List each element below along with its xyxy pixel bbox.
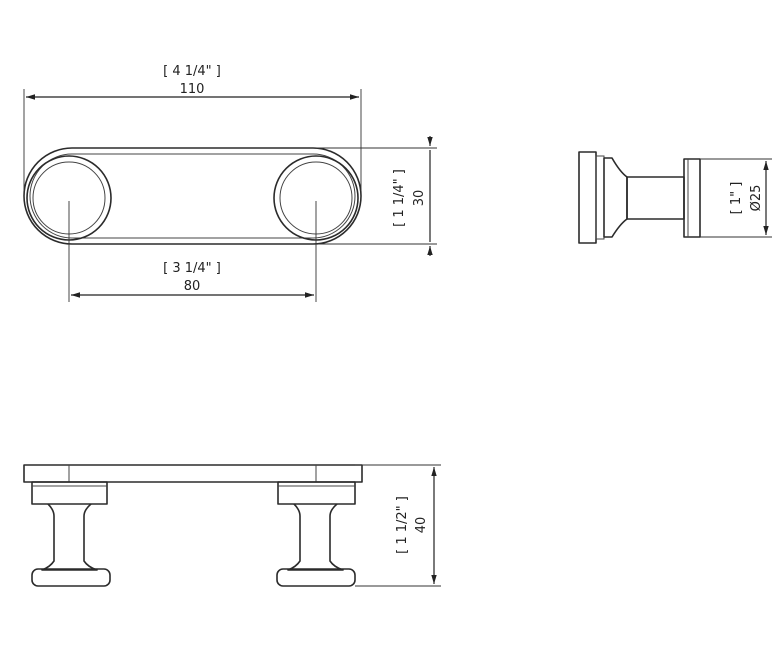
knob-diameter-imperial: [ 1" ] xyxy=(729,182,744,215)
top-view xyxy=(23,464,363,587)
front-view xyxy=(23,147,362,245)
projection-dimension: [ 1 1/2" ] 40 xyxy=(355,464,441,587)
center-spacing-dimension: [ 3 1/4" ] 80 xyxy=(68,201,317,302)
overall-length-imperial: [ 4 1/4" ] xyxy=(163,64,221,79)
overall-length-metric: 110 xyxy=(180,82,205,97)
center-spacing-imperial: [ 3 1/4" ] xyxy=(163,261,221,276)
base-height-dimension: [ 1 1/4" ] 30 xyxy=(316,136,437,256)
base-height-imperial: [ 1 1/4" ] xyxy=(392,169,407,227)
projection-metric: 40 xyxy=(414,517,429,534)
knob-diameter-metric: Ø25 xyxy=(749,185,764,212)
knob-diameter-dimension: [ 1" ] Ø25 xyxy=(700,158,772,238)
base-height-metric: 30 xyxy=(412,190,427,207)
left-knob-profile xyxy=(31,481,111,587)
projection-imperial: [ 1 1/2" ] xyxy=(395,496,410,554)
overall-length-dimension: [ 4 1/4" ] 110 xyxy=(23,64,362,200)
right-knob-profile xyxy=(276,481,356,587)
center-spacing-metric: 80 xyxy=(184,279,201,294)
side-view xyxy=(578,151,701,244)
